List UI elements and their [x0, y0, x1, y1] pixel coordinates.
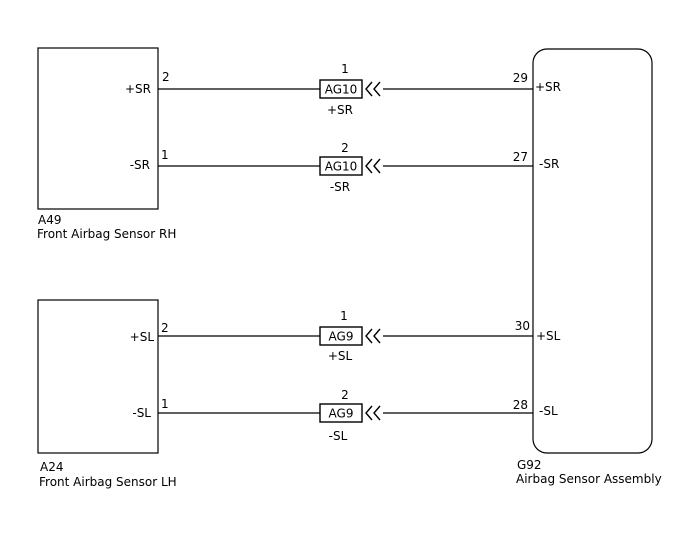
- wire-sr-minus: AG10 1 2 -SR 27: [158, 141, 533, 194]
- a24-pin-label-sl-plus: +SL: [130, 330, 155, 344]
- g92-pin-label-sl-minus: -SL: [539, 404, 558, 418]
- chevron-icon: [373, 81, 381, 97]
- chevron-icon: [365, 405, 373, 421]
- a49-code: A49: [38, 213, 61, 227]
- wire-sr-minus-right-pin: 27: [513, 150, 528, 164]
- g92-box: [532, 48, 653, 454]
- wire-sr-plus: AG10 2 1 +SR 29: [158, 62, 533, 117]
- wire-sl-plus-signal: +SL: [328, 349, 353, 363]
- wire-sr-plus-signal: +SR: [327, 103, 353, 117]
- wire-sr-minus-signal: -SR: [330, 180, 350, 194]
- wire-sl-plus-connector-pin: 1: [340, 309, 348, 323]
- g92-pin-label-sl-plus: +SL: [536, 329, 561, 343]
- a24-name: Front Airbag Sensor LH: [39, 475, 177, 489]
- a24-pin-label-sl-minus: -SL: [132, 406, 151, 420]
- a49-pin-label-sr-plus: +SR: [125, 82, 151, 96]
- chevron-icon: [365, 158, 373, 174]
- wire-sr-plus-right-pin: 29: [513, 71, 528, 85]
- connector-ag10-pin2: [319, 156, 363, 176]
- component-a49: +SR -SR A49 Front Airbag Sensor RH: [37, 47, 176, 241]
- connector-ag9-pin1-label: AG9: [329, 330, 354, 344]
- connector-ag9-pin1: [319, 326, 363, 346]
- wire-sl-plus-right-pin: 30: [515, 319, 530, 333]
- connector-ag10-pin1: [319, 79, 363, 99]
- wire-sl-minus-connector-pin: 2: [341, 388, 349, 402]
- a24-code: A24: [40, 460, 63, 474]
- wire-sl-minus: AG9 1 2 -SL 28: [158, 388, 533, 443]
- a49-pin-label-sr-minus: -SR: [130, 158, 150, 172]
- wire-sl-minus-right-pin: 28: [513, 398, 528, 412]
- g92-pin-label-sr-minus: -SR: [539, 157, 559, 171]
- a24-box: [37, 299, 159, 454]
- component-a24: +SL -SL A24 Front Airbag Sensor LH: [37, 299, 177, 489]
- connector-ag10-pin1-label: AG10: [325, 83, 358, 97]
- a49-box: [37, 47, 159, 210]
- chevron-icon: [373, 328, 381, 344]
- chevron-icon: [365, 81, 373, 97]
- wire-sl-plus-left-pin: 2: [161, 321, 169, 335]
- connector-ag9-pin2-label: AG9: [329, 407, 354, 421]
- connector-ag9-pin2: [319, 403, 363, 423]
- wire-sr-plus-connector-pin: 1: [341, 62, 349, 76]
- wire-sl-minus-left-pin: 1: [161, 397, 169, 411]
- g92-name: Airbag Sensor Assembly: [516, 472, 662, 486]
- connector-ag10-pin2-label: AG10: [325, 160, 358, 174]
- wire-sr-plus-left-pin: 2: [162, 70, 170, 84]
- component-g92: +SR -SR +SL -SL G92 Airbag Sensor Assemb…: [516, 48, 662, 486]
- g92-pin-label-sr-plus: +SR: [535, 80, 561, 94]
- a49-name: Front Airbag Sensor RH: [37, 227, 176, 241]
- wire-sr-minus-left-pin: 1: [161, 148, 169, 162]
- wire-sr-minus-connector-pin: 2: [341, 141, 349, 155]
- chevron-icon: [373, 158, 381, 174]
- wire-sl-minus-signal: -SL: [329, 429, 348, 443]
- wire-sl-plus: AG9 2 1 +SL 30: [158, 309, 533, 363]
- g92-code: G92: [517, 458, 542, 472]
- chevron-icon: [373, 405, 381, 421]
- chevron-icon: [365, 328, 373, 344]
